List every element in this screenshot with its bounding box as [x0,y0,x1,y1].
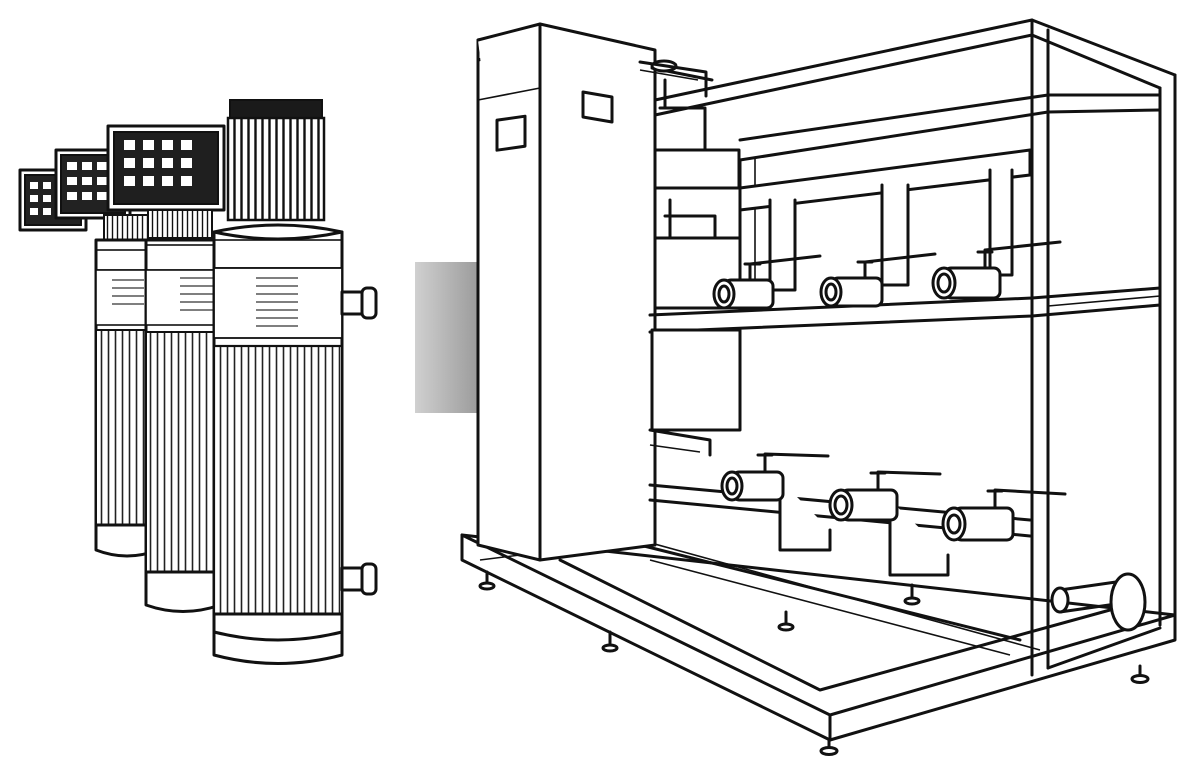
control-cabinet [476,22,657,562]
skid-mounted-system [460,18,1177,756]
compressor-components [638,59,1032,457]
cylinder-unit-front [212,99,378,665]
port-upper [340,286,378,320]
port-lower [340,562,378,596]
valve-upper-2 [819,252,937,308]
base-frame [460,533,1177,742]
upper-valves [712,240,1062,310]
valve-upper-1 [712,254,822,310]
leveling-feet [478,570,1150,756]
valve-lower-2 [828,470,942,522]
heat-pump-units [18,99,378,665]
lower-pipes [648,478,1147,632]
valve-lower-1 [720,452,830,502]
valve-lower-3 [941,488,1067,542]
cylinder-unit-back [94,214,160,558]
valve-upper-3 [931,240,1062,300]
lower-valves [720,452,1067,542]
